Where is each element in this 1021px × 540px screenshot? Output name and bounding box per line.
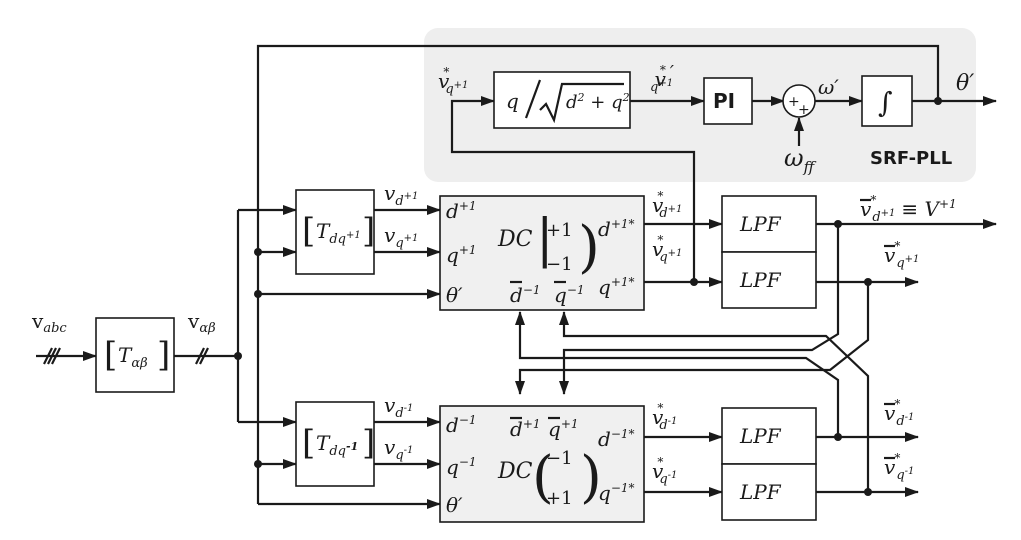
dcneg-in-q: q−1 [446,455,477,479]
final-d-pos: v*d+1≡ V+1 [860,193,957,225]
final-q-pos: v*q+1 [884,239,919,271]
dcneg-in-d: d−1 [446,413,477,437]
summing-junction [782,84,816,118]
vq-pos-label: vq+1 [384,223,418,251]
dcpos-out-q: q+1* [598,275,635,299]
dcneg-paren-right: ) [580,445,602,510]
mid-q-neg: v*q-1 [652,455,677,487]
dcpos-fb-q: q−1 [554,283,585,307]
normalizer-label: q [506,89,519,113]
integrator-label: ∫ [878,86,893,119]
lpf-label: LPF [739,424,782,448]
lpf-label: LPF [739,212,782,236]
bracket-right: ] [157,335,170,375]
t-alphabeta-label: Tαβ [118,343,148,371]
dcneg-out-q: q−1* [598,481,635,505]
junction-dot [864,488,872,496]
dcpos-m-top: +1 [546,220,573,241]
junction-dot [254,460,262,468]
pi-label: PI [713,89,735,113]
mid-q-pos: v*q+1 [652,233,682,265]
mid-d-neg: v*d-1 [652,401,677,433]
junction-dot [834,433,842,441]
dcneg-fb-q: q+1 [548,417,579,441]
lpf-block [721,463,817,521]
dcpos-m-bot: −1 [546,254,573,275]
dcneg-fb-d: d+1 [510,417,541,441]
t-alphabeta-block [95,317,175,393]
theta-feedback-wire [256,44,940,504]
dcneg-dc: DC [497,459,533,484]
alphabeta-label: vαβ [187,309,216,336]
dcneg-out-d: d−1* [598,427,635,451]
dcneg-m-bot: +1 [546,488,573,509]
pll-title: SRF-PLL [870,148,952,169]
lpf-label: LPF [739,480,782,504]
dcpos-in-q: q+1 [446,243,477,267]
mid-d-pos: v*d+1 [652,189,682,221]
input-label: vabc [31,309,67,336]
dcpos-paren-right: ) [578,215,600,280]
t-pos-label: Tdq+1 [316,219,361,247]
pll-input-label: v*q+1 [438,65,468,97]
dcneg-m-top: −1 [546,448,573,469]
lpf-label: LPF [739,268,782,292]
bracket-right: ] [362,211,375,251]
t-neg-label: Tdq-1 [316,431,358,459]
junction-dot [834,220,842,228]
pi-block [703,77,753,125]
bracket-left: [ [302,423,315,463]
fb-qneg-to-dcpos [559,311,870,492]
omega-ff-label: ωff [784,144,817,176]
dcpos-bar-left: | [536,209,554,269]
junction-dot [234,352,242,360]
dcpos-dc: DC [497,227,533,252]
normalizer-radicand: d2 + q2 [566,91,630,113]
bus-slash-input [43,347,61,365]
sum-plus-b: + [798,102,810,118]
bracket-right: ] [362,423,375,463]
theta-out-label: θ′ [956,71,974,96]
sqrt-symbol [524,79,624,124]
lpf-block [721,251,817,309]
normalizer-block [493,71,631,129]
vq-neg-label: vq-1 [384,435,413,463]
fb-dneg-to-dcpos [515,311,840,437]
dcneg-paren-left: ( [532,445,554,510]
bracket-left: [ [302,211,315,251]
junction-dot [690,278,698,286]
integrator-block [861,75,913,127]
dc-pos-block [439,195,645,311]
dc-neg-block [439,405,645,523]
vd-pos-label: vd+1 [384,181,418,209]
junction-dot [254,248,262,256]
sum-plus-a: + [788,94,800,110]
pll-input-tap [450,96,696,282]
dcpos-out-d: d+1* [598,217,635,241]
fb-dpos-to-dcneg [559,224,840,395]
dcpos-in-d: d+1 [446,199,477,223]
dcneg-in-theta: θ′ [446,493,463,517]
junction-dot [934,97,942,105]
bus-slash-alphabeta [195,347,209,365]
lpf-block [721,407,817,465]
final-d-neg: v*d-1 [884,397,914,429]
lpf-block [721,195,817,253]
vd-neg-label: vd-1 [384,393,413,421]
fb-qpos-to-dcneg [515,282,870,395]
bracket-left: [ [104,335,117,375]
omega-prime-label: ω′ [818,75,839,99]
t-dq-neg-block [295,401,375,487]
t-dq-pos-block [295,189,375,275]
dcpos-in-theta: θ′ [446,283,463,307]
junction-dot [254,290,262,298]
normalizer-out-label: v*′q+1 [650,62,674,95]
junction-dot [864,278,872,286]
dcpos-fb-d: d−1 [510,283,541,307]
final-q-neg: v*q-1 [884,451,914,483]
